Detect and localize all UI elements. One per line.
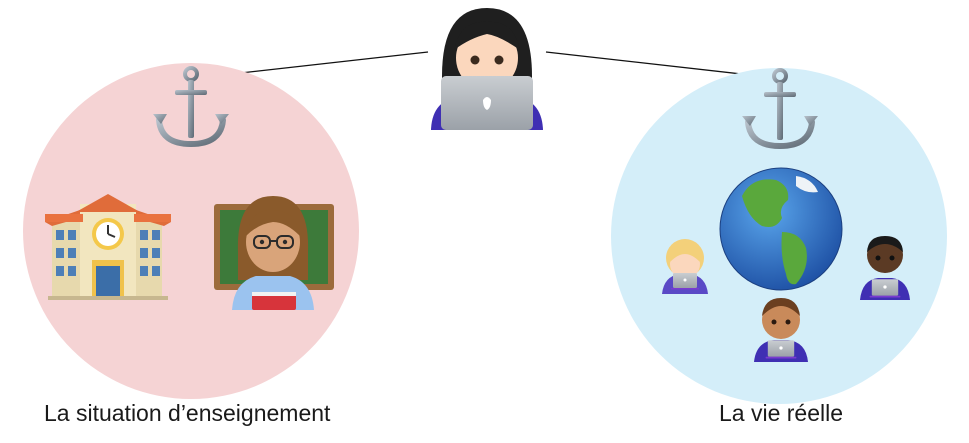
blond-technologist-icon	[662, 239, 708, 294]
dark-technologist-icon	[860, 236, 910, 300]
school-building-icon	[45, 194, 171, 300]
caption-real-life: La vie réelle	[719, 400, 844, 426]
globe-americas-icon	[719, 167, 843, 291]
woman-teacher-icon	[214, 196, 334, 310]
teaching-situation-circle	[23, 63, 359, 399]
woman-technologist-icon	[431, 8, 543, 130]
caption-teaching-situation: La situation d’enseignement	[44, 400, 331, 426]
man-technologist-icon	[754, 298, 808, 362]
